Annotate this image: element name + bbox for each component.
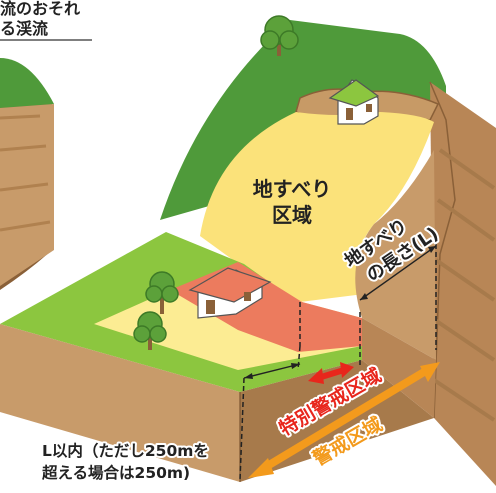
tree-middle <box>145 271 179 314</box>
warning-zone-arrow <box>248 362 440 478</box>
distance-note-line2: 超える場合は250m) <box>41 463 190 482</box>
header-text-line1: 流のおそれ <box>0 0 80 18</box>
landslide-area-shape <box>200 112 434 302</box>
front-soil-face <box>0 324 240 482</box>
house-upper <box>328 79 380 125</box>
distance-note-line1: L以内（ただし250mを <box>42 441 209 460</box>
landslide-area-label-line1: 地すべり <box>253 177 332 201</box>
special-zone-arrow <box>308 362 354 384</box>
l-within-dimension-line <box>243 363 301 379</box>
left-block <box>0 58 54 290</box>
earth-cross-section <box>430 82 496 486</box>
header-text-line2: る渓流 <box>0 19 48 38</box>
length-dimension-line <box>359 245 437 301</box>
house-lower <box>188 267 272 319</box>
landslide-area-label-line2: 区域 <box>272 203 312 227</box>
tree-front <box>133 311 167 350</box>
tree-top <box>260 15 299 56</box>
guide-line-4 <box>239 377 245 481</box>
